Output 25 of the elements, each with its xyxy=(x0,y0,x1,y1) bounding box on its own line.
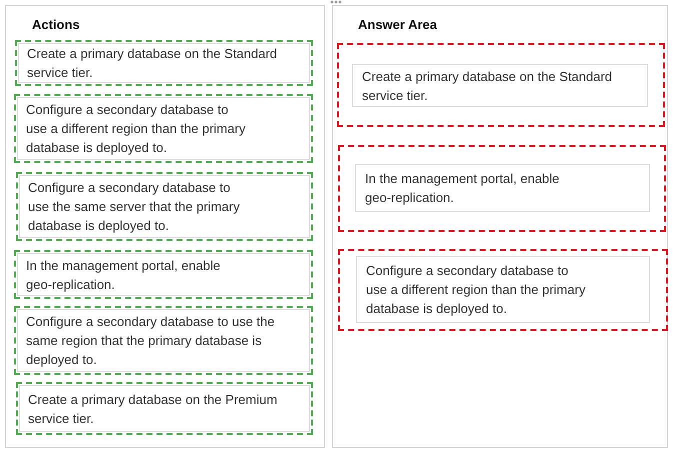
action-card xyxy=(14,250,313,299)
drop-zone xyxy=(337,43,665,127)
panel xyxy=(5,5,325,448)
action-text: Create a primary database on the Premium service tier. xyxy=(28,390,278,428)
action-card xyxy=(15,40,313,86)
action-text: Configure a secondary database to use a different region than the primary database is deployed to. xyxy=(26,101,246,157)
action-text: Configure a secondary database to use a different region than the primary database is deployed to. xyxy=(366,262,586,318)
action-card xyxy=(14,94,313,163)
drop-zone xyxy=(338,249,668,331)
panel-heading: Actions xyxy=(32,17,80,33)
action-text: In the management portal, enable geo-replication. xyxy=(365,170,560,207)
action-card xyxy=(14,306,313,375)
answer-card xyxy=(355,164,650,212)
drop-zone xyxy=(338,145,666,232)
action-text: Create a primary database on the Standard service tier. xyxy=(27,45,278,82)
action-text: In the management portal, enable geo-replication. xyxy=(26,256,222,294)
action-card xyxy=(16,382,313,435)
answer-card xyxy=(356,256,650,323)
action-text: Create a primary database on the Standard service tier. xyxy=(362,68,614,104)
action-text: Configure a secondary database to use the same server that the primary database is deployed to. xyxy=(28,179,241,235)
answer-card xyxy=(352,64,648,107)
panel-heading: Answer Area xyxy=(358,17,437,33)
action-text: Configure a secondary database to use the same region that the primary database is deployed to. xyxy=(26,313,276,369)
panel xyxy=(332,5,668,448)
action-card xyxy=(16,172,313,241)
